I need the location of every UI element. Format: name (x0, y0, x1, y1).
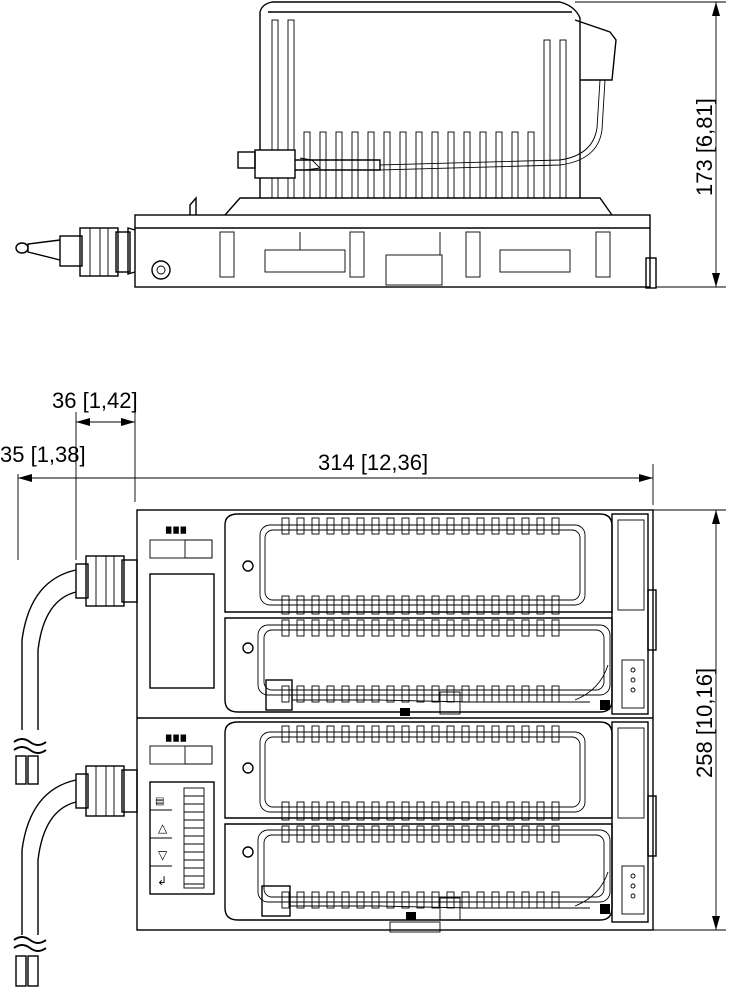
height-dimension: 173 [6,81] (575, 1, 726, 288)
svg-text:▇ ▇ ▇: ▇ ▇ ▇ (165, 734, 187, 742)
top-base-plate (136, 509, 654, 931)
width-label: 314 [12,36] (318, 450, 428, 475)
svg-text:▤: ▤ (155, 796, 164, 807)
upper-module-top (224, 513, 613, 613)
side-module-housing (259, 1, 581, 198)
svg-text:▇ ▇ ▇: ▇ ▇ ▇ (165, 526, 187, 534)
upper-cable-gland (21, 555, 138, 730)
height-label: 173 [6,81] (692, 98, 717, 196)
side-base-plate (134, 214, 651, 288)
depth-label: 258 [10,16] (692, 668, 717, 778)
svg-text:△: △ (158, 821, 168, 835)
display-window-upper (149, 573, 215, 689)
top-view: ▇ ▇ ▇ ▇ ▇ ▇ △ (13, 509, 657, 987)
lower-cable-gland (21, 765, 138, 935)
side-cable-gland (127, 227, 136, 275)
cooling-ribs (271, 19, 567, 199)
gland-offset-dimension: 36 [1,42] (52, 388, 138, 560)
lower-rib-array (281, 725, 560, 909)
depth-dimension: 258 [10,16] (640, 509, 726, 931)
side-connector-box (574, 19, 617, 81)
gland-offset-label: 36 [1,42] (52, 388, 138, 413)
svg-text:↲: ↲ (157, 874, 167, 888)
lower-module-bottom (224, 823, 613, 921)
base-screw (151, 260, 171, 280)
svg-text:▽: ▽ (158, 848, 168, 862)
upper-module-bottom (224, 617, 613, 713)
upper-rib-array (281, 517, 560, 703)
width-dimension: 314 [12,36] (17, 450, 654, 560)
cable-offset-label: 35 [1,38] (0, 442, 86, 467)
side-view (15, 1, 657, 289)
side-plug (254, 149, 296, 179)
lower-module-top (224, 721, 613, 819)
